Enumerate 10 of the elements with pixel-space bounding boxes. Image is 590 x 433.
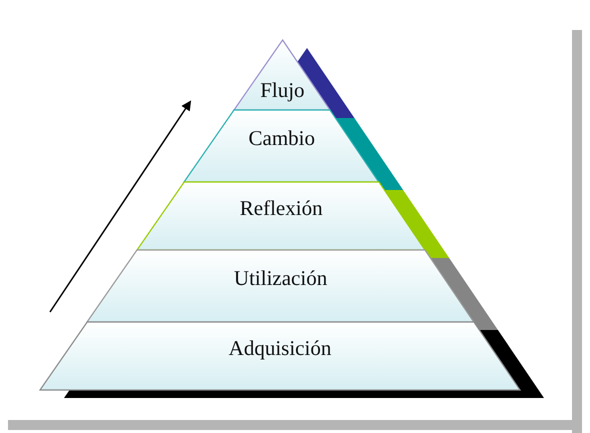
pyramid-level — [184, 110, 380, 182]
level-label: Adquisición — [228, 336, 332, 361]
level-label: Flujo — [260, 78, 305, 103]
pyramid-level — [40, 322, 520, 390]
pyramid-level — [137, 182, 426, 250]
pyramid-level — [87, 250, 474, 322]
level-label: Reflexión — [240, 196, 323, 221]
level-label: Cambio — [248, 126, 316, 151]
level-label: Utilización — [234, 266, 328, 291]
pyramid-top — [234, 40, 330, 110]
